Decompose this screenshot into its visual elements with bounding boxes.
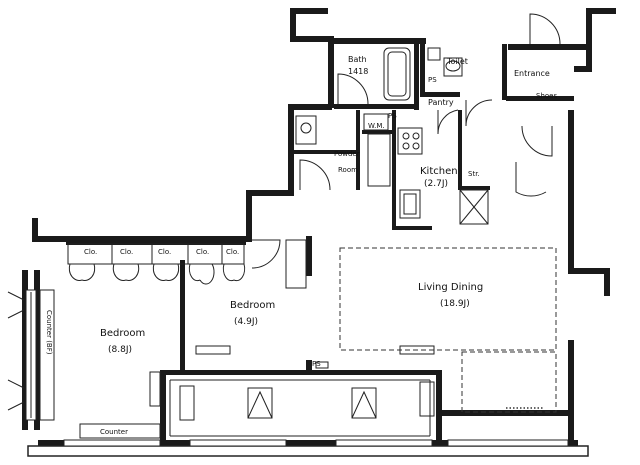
label-clo-2: Clo. [120,248,133,256]
stove [397,127,423,155]
label-counter-bottom: Counter [100,428,128,436]
ac-units [247,387,377,419]
label-pantry: Pantry [428,98,454,107]
label-wm: W.M. [368,122,385,130]
label-clo-1: Clo. [84,248,97,256]
bathtub [383,47,411,101]
label-clo-3: Clo. [158,248,171,256]
interior-walls [66,44,574,372]
toilet-fixture [427,47,463,77]
label-bedroom-large-size: (8.8J) [108,345,132,355]
doors [251,13,561,289]
label-ps-kitchen: PS [388,112,397,120]
room-labels: Bath 1418 Toilet PS Entrance Shoes Pantr… [45,55,557,436]
label-storage: Str. [468,170,480,178]
label-bath: Bath [348,55,367,64]
sink [399,189,421,219]
exterior-walls [22,8,616,446]
label-bedroom-large: Bedroom [100,328,145,339]
windows [7,289,569,447]
label-kitchen-size: (2.7J) [424,179,448,189]
label-ps-balcony: PS [312,360,321,368]
label-powder-1: Powder [334,150,360,158]
closets [67,243,246,285]
bottom-counter [39,289,161,439]
label-clo-4: Clo. [196,248,209,256]
label-counter-side: Counter (BF) [45,310,53,355]
label-bedroom-small: Bedroom [230,300,275,311]
label-toilet: Toilet [446,57,468,66]
label-entrance: Entrance [514,69,550,78]
label-living-dining-size: (18.9J) [440,299,470,309]
label-kitchen: Kitchen [420,166,458,177]
washbasin [295,115,317,145]
kitchen-counter [367,133,391,187]
washing-machine [363,113,389,131]
label-bath-size: 1418 [348,67,368,76]
label-living-dining: Living Dining [418,282,483,293]
balcony [27,379,589,457]
label-bedroom-small-size: (4.9J) [234,317,258,327]
label-ps-toilet: PS [428,76,437,84]
refrigerator [459,189,489,225]
label-shoes: Shoes [536,92,557,100]
label-clo-5: Clo. [226,248,239,256]
label-powder-2: Room [338,166,358,174]
living-dining-layout [195,247,557,413]
